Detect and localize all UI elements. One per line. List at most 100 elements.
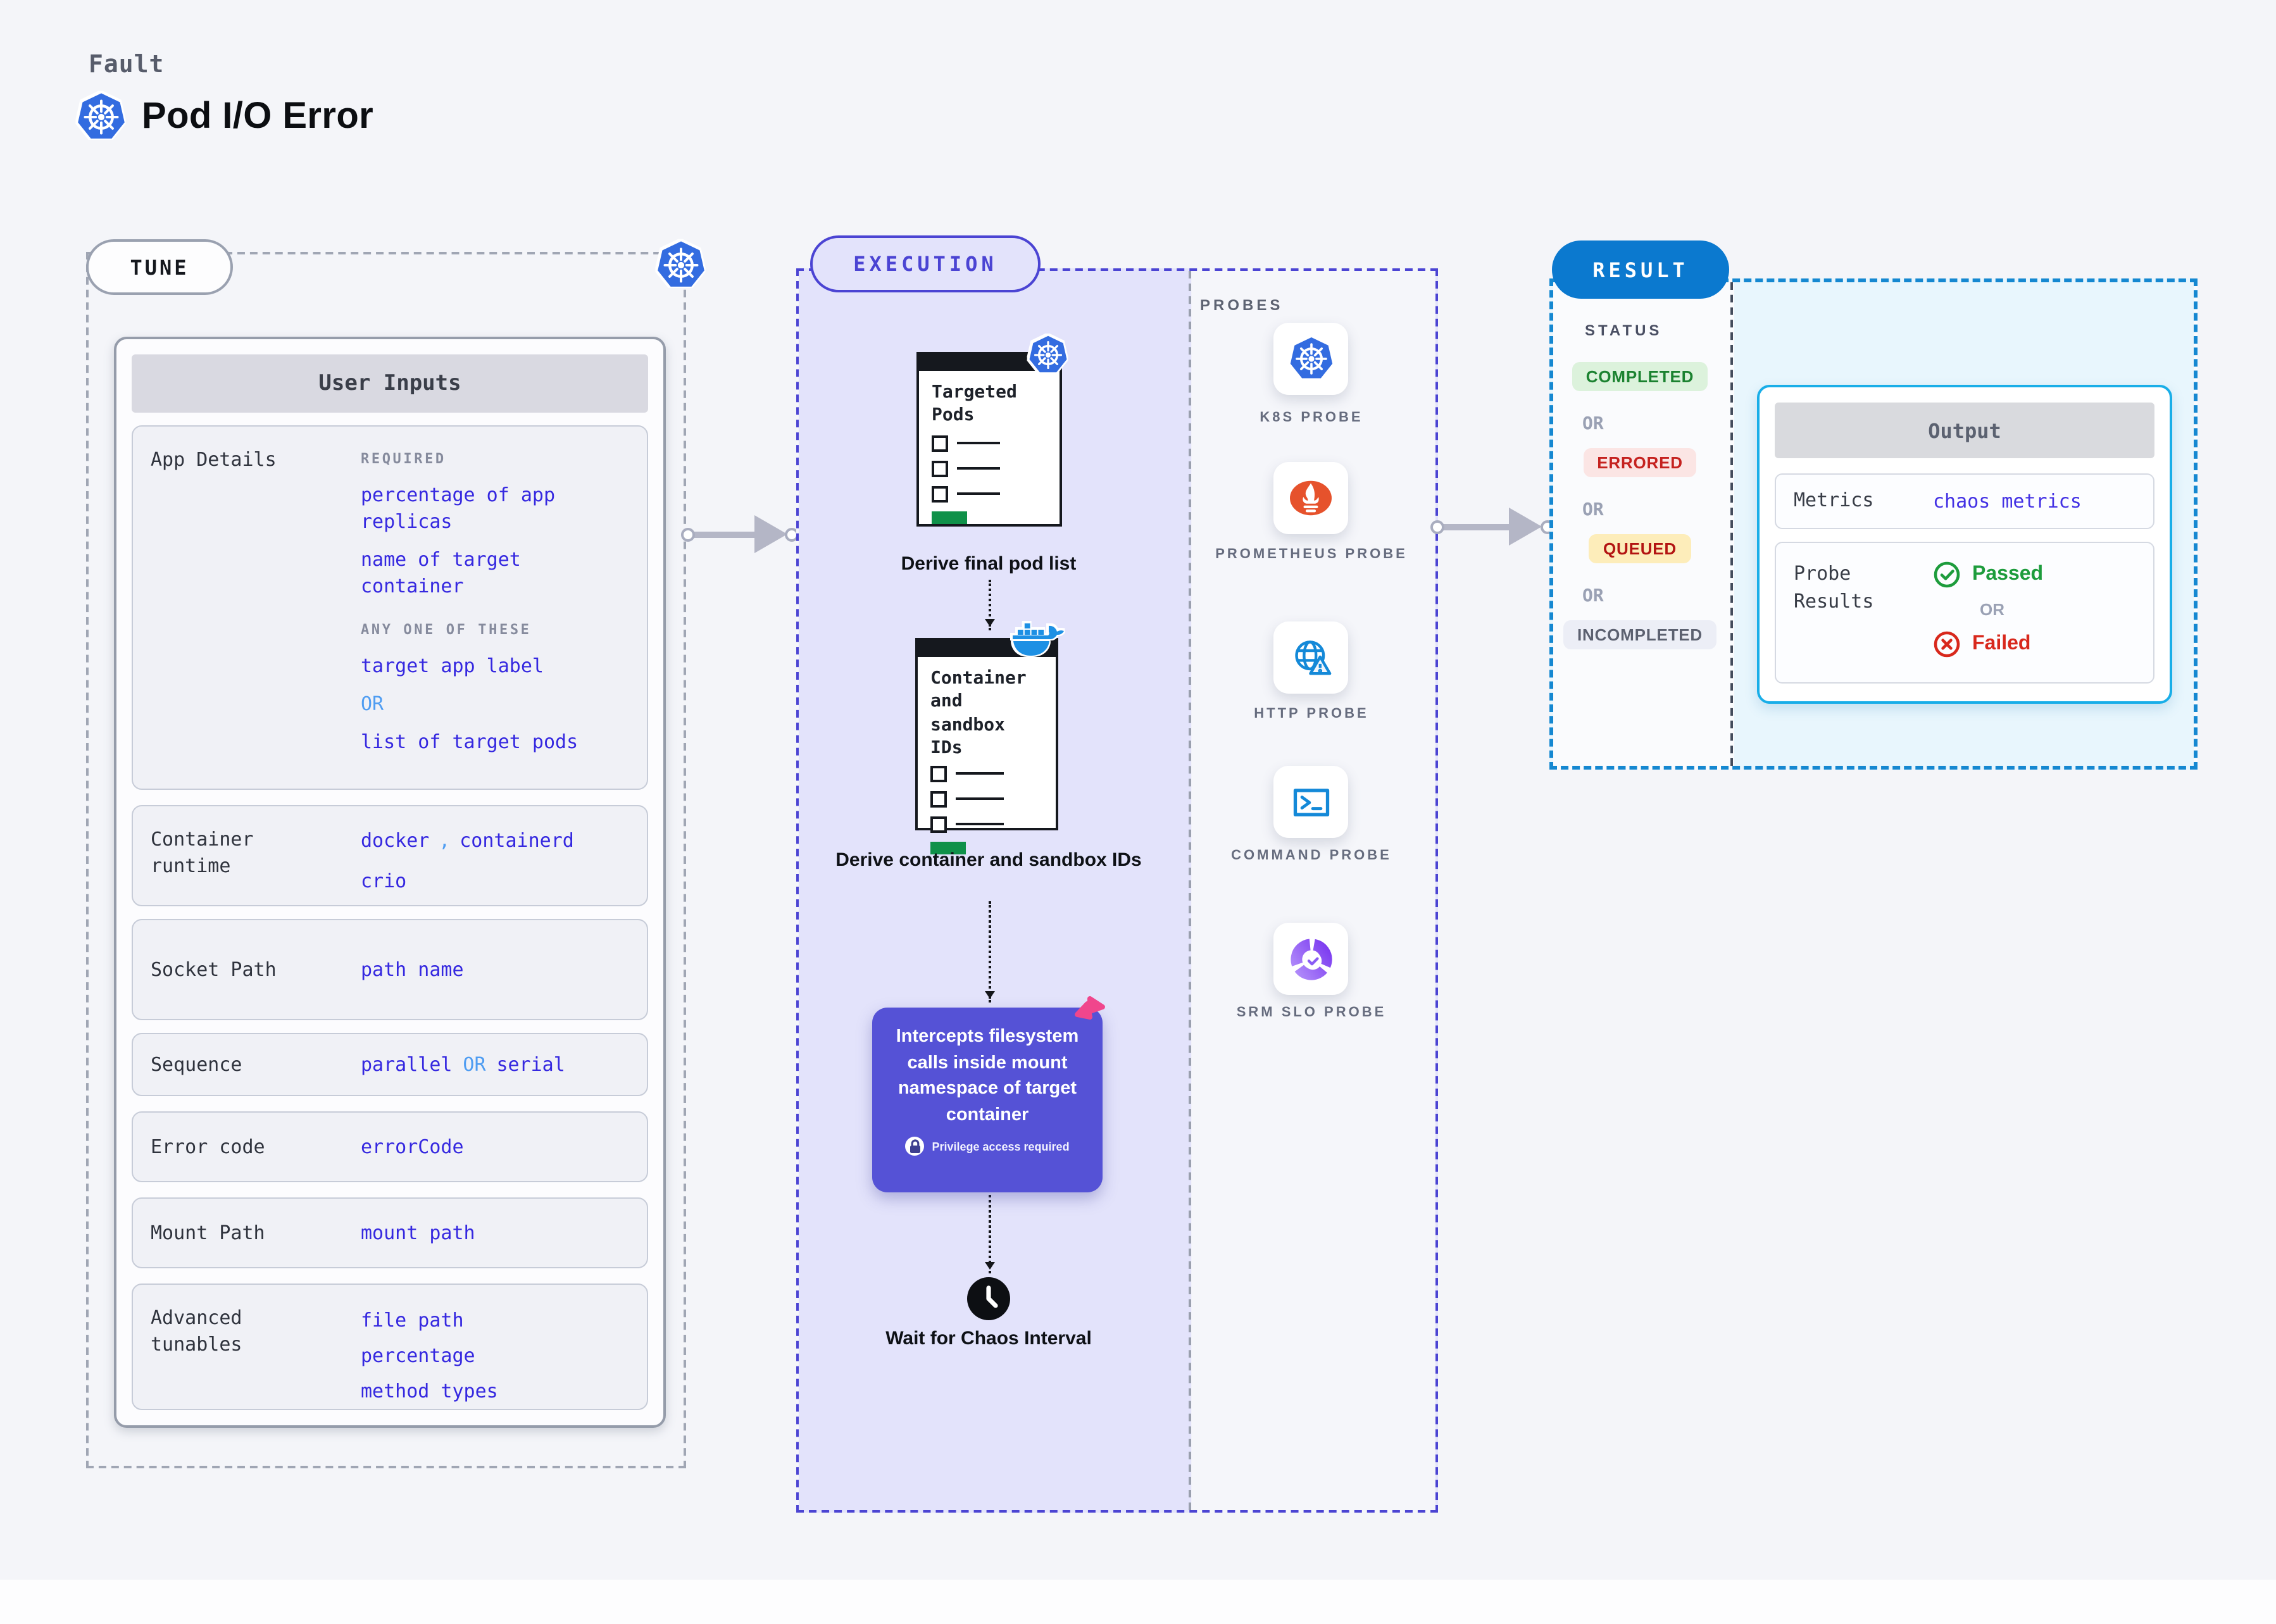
step-caption: Wait for Chaos Interval xyxy=(885,1328,1092,1349)
green-bar xyxy=(930,841,966,854)
flow-connector xyxy=(985,580,995,630)
checklist-row xyxy=(930,816,1056,833)
probe-label: PROMETHEUS PROBE xyxy=(1215,547,1408,562)
docker-icon xyxy=(1013,623,1064,656)
intercept-text: Intercepts filesystem calls inside mount… xyxy=(896,1027,1079,1125)
step-caption: Derive final pod list xyxy=(901,553,1077,575)
input-value: file path xyxy=(361,1309,464,1332)
line xyxy=(956,797,1004,801)
probe-card-http xyxy=(1273,621,1348,694)
checkbox-icon xyxy=(932,460,948,477)
input-value: path name xyxy=(361,958,464,980)
row-app-details: App Details REQUIRED percentage of app r… xyxy=(132,425,648,790)
separator: , xyxy=(439,829,451,852)
input-value: docker xyxy=(361,829,430,852)
input-value: method types xyxy=(361,1380,498,1402)
or-label: OR xyxy=(1582,586,1604,606)
targeted-pods-doc: Targeted Pods xyxy=(916,352,1062,527)
probe-label: SRM SLO PROBE xyxy=(1236,1005,1387,1020)
probe-results-row: Probe Results Passed OR Failed xyxy=(1775,542,2154,684)
clock-icon xyxy=(966,1276,1011,1321)
kubernetes-icon xyxy=(1288,336,1334,380)
tune-to-execution-arrow xyxy=(681,514,801,556)
status-column: STATUS COMPLETED OR ERRORED OR QUEUED OR… xyxy=(1549,278,1730,770)
row-sequence: Sequence parallel OR serial xyxy=(132,1033,648,1096)
step-caption: Derive container and sandbox IDs xyxy=(835,849,1142,871)
status-badge-errored: ERRORED xyxy=(1583,448,1697,477)
globe-alert-icon xyxy=(1289,637,1332,678)
or-label: OR xyxy=(361,692,384,715)
intercept-step-box: Intercepts filesystem calls inside mount… xyxy=(872,1008,1103,1192)
container-sandbox-doc: Container and sandbox IDs xyxy=(915,638,1058,854)
status-badge-queued: QUEUED xyxy=(1589,534,1691,563)
or-label: OR xyxy=(463,1052,486,1075)
checkbox-icon xyxy=(930,765,947,782)
checklist-row xyxy=(932,435,1060,452)
probe-card-srm-slo xyxy=(1273,923,1348,995)
page-title-row: Pod I/O Error xyxy=(76,91,373,143)
chaos-badge-icon xyxy=(1073,992,1106,1023)
failed-line: Failed xyxy=(1933,630,2135,658)
output-header: Output xyxy=(1775,403,2154,458)
status-divider xyxy=(1730,282,1733,766)
or-label: OR xyxy=(1582,500,1604,520)
line xyxy=(957,442,1000,445)
probe-label: K8S PROBE xyxy=(1260,410,1363,425)
kubernetes-icon xyxy=(656,239,706,291)
any-one-label: ANY ONE OF THESE xyxy=(361,621,532,638)
probes-divider xyxy=(1189,271,1191,1510)
probes-title: PROBES xyxy=(1200,296,1284,314)
probe-card-k8s xyxy=(1273,323,1348,395)
row-error-code: Error code errorCode xyxy=(132,1111,648,1182)
probe-card-prometheus xyxy=(1273,462,1348,534)
row-label: Sequence xyxy=(151,1052,242,1075)
row-mount-path: Mount Path mount path xyxy=(132,1197,648,1268)
tune-section xyxy=(86,252,686,1468)
page-title: Pod I/O Error xyxy=(142,96,374,137)
row-socket-path: Socket Path path name xyxy=(132,919,648,1020)
input-value: mount path xyxy=(361,1221,475,1244)
passed-line: Passed xyxy=(1933,561,2135,589)
output-card: Output Metrics chaos metrics Probe Resul… xyxy=(1757,385,2172,704)
row-label: Error code xyxy=(151,1135,265,1158)
input-value: crio xyxy=(361,870,407,892)
checklist-row xyxy=(932,460,1060,477)
user-inputs-header: User Inputs xyxy=(132,354,648,413)
kubernetes-icon xyxy=(76,91,127,143)
input-value: serial xyxy=(496,1052,565,1075)
row-label: Advanced tunables xyxy=(151,1306,242,1356)
probe-results-values: Passed OR Failed xyxy=(1933,561,2135,665)
doc-title: Container and sandbox IDs xyxy=(930,668,1027,759)
tune-pill: TUNE xyxy=(86,239,233,295)
metrics-row: Metrics chaos metrics xyxy=(1775,473,2154,529)
checkbox-icon xyxy=(930,816,947,833)
status-badge-completed: COMPLETED xyxy=(1572,362,1708,391)
prometheus-icon xyxy=(1290,480,1332,516)
privilege-row: Privilege access required xyxy=(887,1137,1087,1156)
checkbox-icon xyxy=(932,485,948,503)
required-label: REQUIRED xyxy=(361,451,446,467)
probe-label: COMMAND PROBE xyxy=(1231,848,1392,863)
row-advanced-tunables: Advanced tunables file path percentage m… xyxy=(132,1284,648,1410)
input-value: target app label xyxy=(361,654,544,677)
input-value: name of target container xyxy=(361,548,521,597)
privilege-label: Privilege access required xyxy=(932,1140,1070,1153)
probes-to-result-arrow xyxy=(1430,506,1557,548)
flow-connector xyxy=(985,901,995,1003)
input-value: percentage of app replicas xyxy=(361,484,556,533)
checklist-row xyxy=(930,765,1056,782)
or-label: OR xyxy=(1582,414,1604,434)
line xyxy=(957,467,1000,470)
row-label: Container runtime xyxy=(151,828,254,877)
line xyxy=(956,772,1004,775)
checkbox-icon xyxy=(930,790,947,808)
user-inputs-card: User Inputs App Details REQUIRED percent… xyxy=(114,337,666,1428)
probe-card-command xyxy=(1273,766,1348,838)
result-pill: RESULT xyxy=(1552,240,1729,299)
row-label: Socket Path xyxy=(151,958,277,980)
row-label: Mount Path xyxy=(151,1221,265,1244)
metrics-label: Metrics xyxy=(1794,489,1874,512)
row-container-runtime: Container runtime docker , containerd cr… xyxy=(132,805,648,906)
passed-label: Passed xyxy=(1972,563,2044,585)
